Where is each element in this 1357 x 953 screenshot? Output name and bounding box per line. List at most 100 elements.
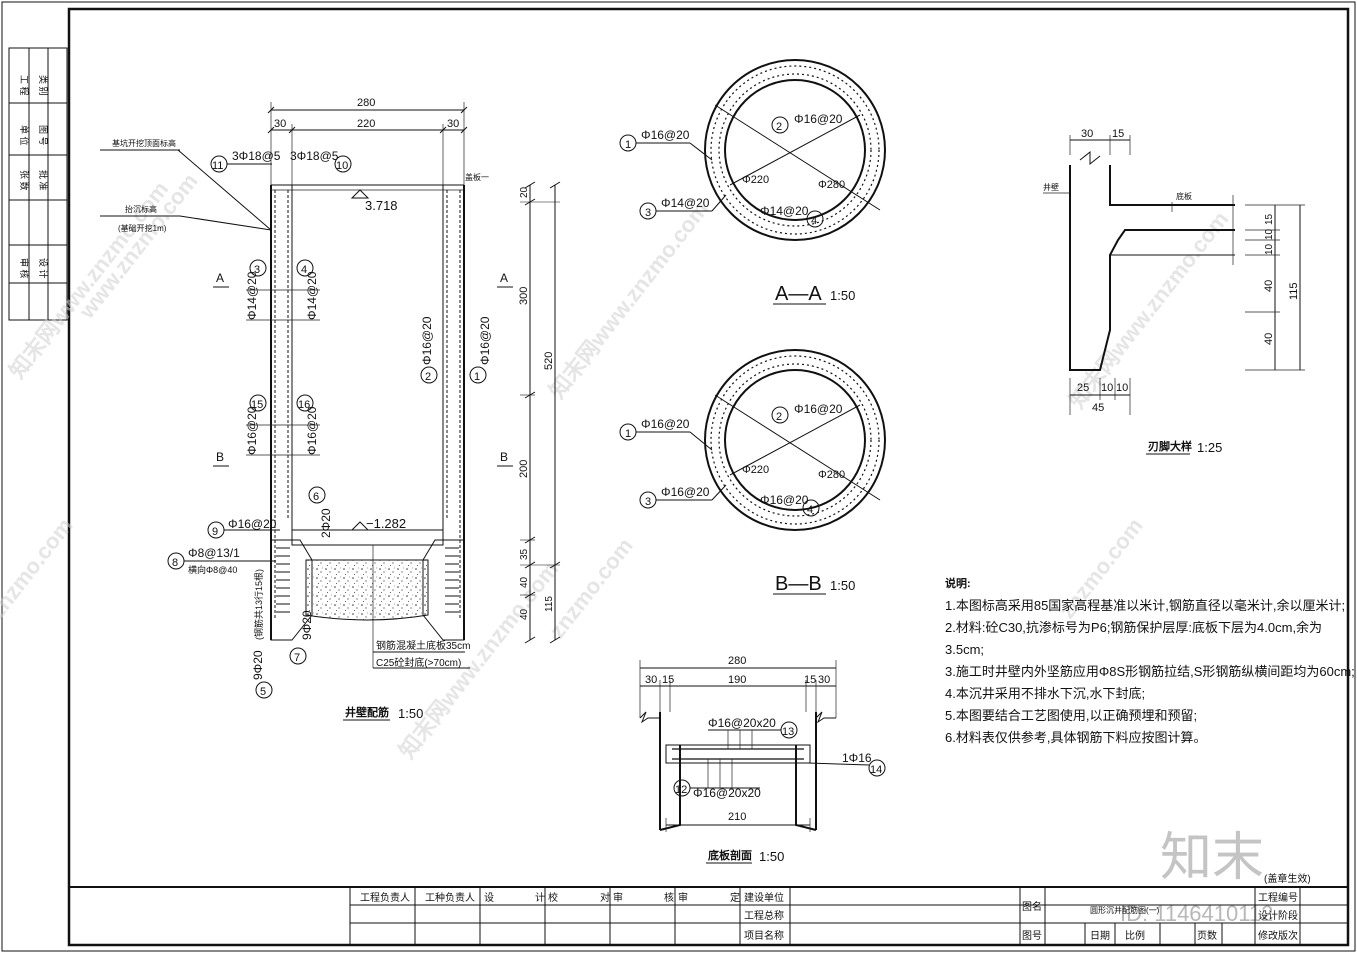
bar-3-spec: Φ14@20 <box>245 271 259 320</box>
bd-10b: 10 <box>1116 382 1128 394</box>
tb-discipline-lead: 工种负责人 <box>425 891 475 904</box>
bar-8-spec-b: 横向Φ8@40 <box>188 564 237 575</box>
aa-scale: 1:50 <box>830 288 855 303</box>
bar-5-spec: 9Φ20 <box>251 650 265 680</box>
vdim-115: 115 <box>544 596 555 612</box>
bb-bar-4-spec: Φ16@20 <box>760 493 809 507</box>
vdim-200: 200 <box>518 460 530 478</box>
bb-scale: 1:50 <box>830 578 855 593</box>
slab-note: 钢筋混凝土底板35cm <box>376 639 470 652</box>
bb-dia-inner: Φ220 <box>742 464 769 476</box>
title-block: (盖章生效) 工程负责人 工种负责人 设 计 校 对 审 核 审 定 建设单位 … <box>69 872 1348 945</box>
tb-ratio: 比例 <box>1125 929 1145 942</box>
note-2: 2.材料:砼C30,抗渗标号为P6;钢筋保护层厚:底板下层为4.0cm,余为 <box>945 620 1322 635</box>
bs-bar-12: 12 <box>675 784 687 796</box>
section-title: 井壁配筋 <box>345 705 389 719</box>
tb-approve-2: 定 <box>730 891 740 904</box>
tb-review-2: 核 <box>664 891 674 904</box>
strip-label-4: 图 号 <box>38 125 48 146</box>
aa-bar-4-spec: Φ14@20 <box>760 204 809 218</box>
tb-design-2: 计 <box>535 891 545 904</box>
bs-title: 底板剖面 <box>708 848 752 862</box>
bar-1: 1 <box>474 371 480 383</box>
strip-label-1: 工 程 <box>19 75 29 96</box>
bs-bar-14-spec: 1Φ16 <box>842 751 872 765</box>
tb-review-1: 审 <box>613 891 623 904</box>
bd-v15: 15 <box>1264 213 1275 225</box>
bar-7: 7 <box>294 652 300 664</box>
bar-6: 6 <box>313 491 319 503</box>
bd-wall-label: 井壁 <box>1043 182 1059 192</box>
tb-drawing-no-label: 图号 <box>1022 930 1042 942</box>
bd-45: 45 <box>1092 402 1104 414</box>
vdim-35: 35 <box>519 548 530 560</box>
bb-bar-4: 4 <box>807 504 813 516</box>
aa-bar-2: 2 <box>776 121 782 133</box>
bar-10-spec: 3Φ18@5 <box>290 149 339 163</box>
aa-bar-1-spec: Φ16@20 <box>641 128 690 142</box>
tb-revision: 修改版次 <box>1258 929 1298 942</box>
tb-pages: 页数 <box>1197 929 1217 942</box>
dim-30-right: 30 <box>447 118 459 130</box>
bar-9-spec: Φ16@20 <box>228 517 277 531</box>
section-mark-A-left: A <box>216 271 224 285</box>
bd-15: 15 <box>1112 128 1124 140</box>
aa-bar-3: 3 <box>645 207 651 219</box>
note-2b: 3.5cm; <box>945 642 984 657</box>
bs-280: 280 <box>728 655 746 667</box>
bar-7-spec: 9Φ20 <box>300 610 314 640</box>
bar-2: 2 <box>425 371 431 383</box>
dim-30-left: 30 <box>274 118 286 130</box>
tb-design-stage: 设计阶段 <box>1258 909 1298 922</box>
bar-1-spec: Φ16@20 <box>478 316 492 365</box>
svg-text:知末网www.znzmo.com: 知末网www.znzmo.com <box>544 197 713 403</box>
dim-280: 280 <box>357 97 375 109</box>
svg-text:znzmo.com: znzmo.com <box>0 513 78 623</box>
bd-v40b: 40 <box>1263 333 1275 345</box>
bb-dia-outer: Φ280 <box>818 469 845 481</box>
bar-4: 4 <box>301 264 307 276</box>
bar-2-spec: Φ16@20 <box>420 316 434 365</box>
bd-v115: 115 <box>1288 282 1300 300</box>
inner-frame <box>67 7 1350 947</box>
bd-v40a: 40 <box>1263 280 1275 292</box>
strip-label-3: 单 位 <box>19 125 30 146</box>
notes-heading: 说明: <box>945 576 971 590</box>
plan-BB: 1 Φ16@20 2 Φ16@20 3 Φ16@20 4 Φ16@20 Φ220… <box>619 349 886 595</box>
tb-drawing-title-label: 图名 <box>1022 900 1042 913</box>
section-mark-B-left: B <box>216 450 224 464</box>
blade-detail: 30 15 井壁 底板 25 10 10 45 15 10 10 40 40 1… <box>1043 128 1305 455</box>
elev-bottom: −1.282 <box>366 516 406 531</box>
bar-9: 9 <box>212 526 218 538</box>
bb-title: B—B <box>775 573 822 595</box>
bd-title: 刃脚大样 <box>1148 439 1192 453</box>
dim-220: 220 <box>357 118 375 130</box>
tb-client: 建设单位 <box>744 891 784 904</box>
bs-bar-12-spec: Φ16@20x20 <box>693 786 761 800</box>
section-mark-A-right: A <box>500 271 508 285</box>
bar-8: 8 <box>172 557 178 569</box>
aa-bar-3-spec: Φ14@20 <box>661 196 710 210</box>
vdim-20: 20 <box>519 186 530 198</box>
bb-bar-3-spec: Φ16@20 <box>661 485 710 499</box>
note-6: 6.材料表仅供参考,具体钢筋下料应按图计算。 <box>945 730 1206 745</box>
stamp-note: (盖章生效) <box>1264 872 1311 885</box>
note-3: 3.施工时井壁内外坚筋应用Φ8S形钢筋拉结,S形钢筋纵横间距均为60cm; <box>945 664 1355 679</box>
bar-5-note: (钢筋共13行15根) <box>253 569 264 640</box>
tb-project-no: 工程编号 <box>1258 891 1298 904</box>
svg-text:知末网www.znzmo.com: 知末网www.znzmo.com <box>1064 207 1233 413</box>
bs-scale: 1:50 <box>759 849 784 864</box>
bar-6-spec: 2Φ20 <box>319 508 333 538</box>
aa-dia-outer: Φ280 <box>818 179 845 191</box>
aa-bar-1: 1 <box>625 139 631 151</box>
note-1: 1.本图标高采用85国家高程基准以米计,钢筋直径以毫米计,余以厘米计; <box>945 598 1345 613</box>
bs-bar-13: 13 <box>782 726 794 738</box>
bs-bar-14: 14 <box>870 764 882 776</box>
bar-15-spec: Φ16@20 <box>245 406 259 455</box>
vdim-300: 300 <box>518 287 530 305</box>
bs-190: 190 <box>728 674 746 686</box>
bottom-slab-section: 280 30 15 190 15 30 210 13 Φ16@20x20 12 … <box>639 655 886 864</box>
bd-v10b: 10 <box>1264 243 1275 255</box>
